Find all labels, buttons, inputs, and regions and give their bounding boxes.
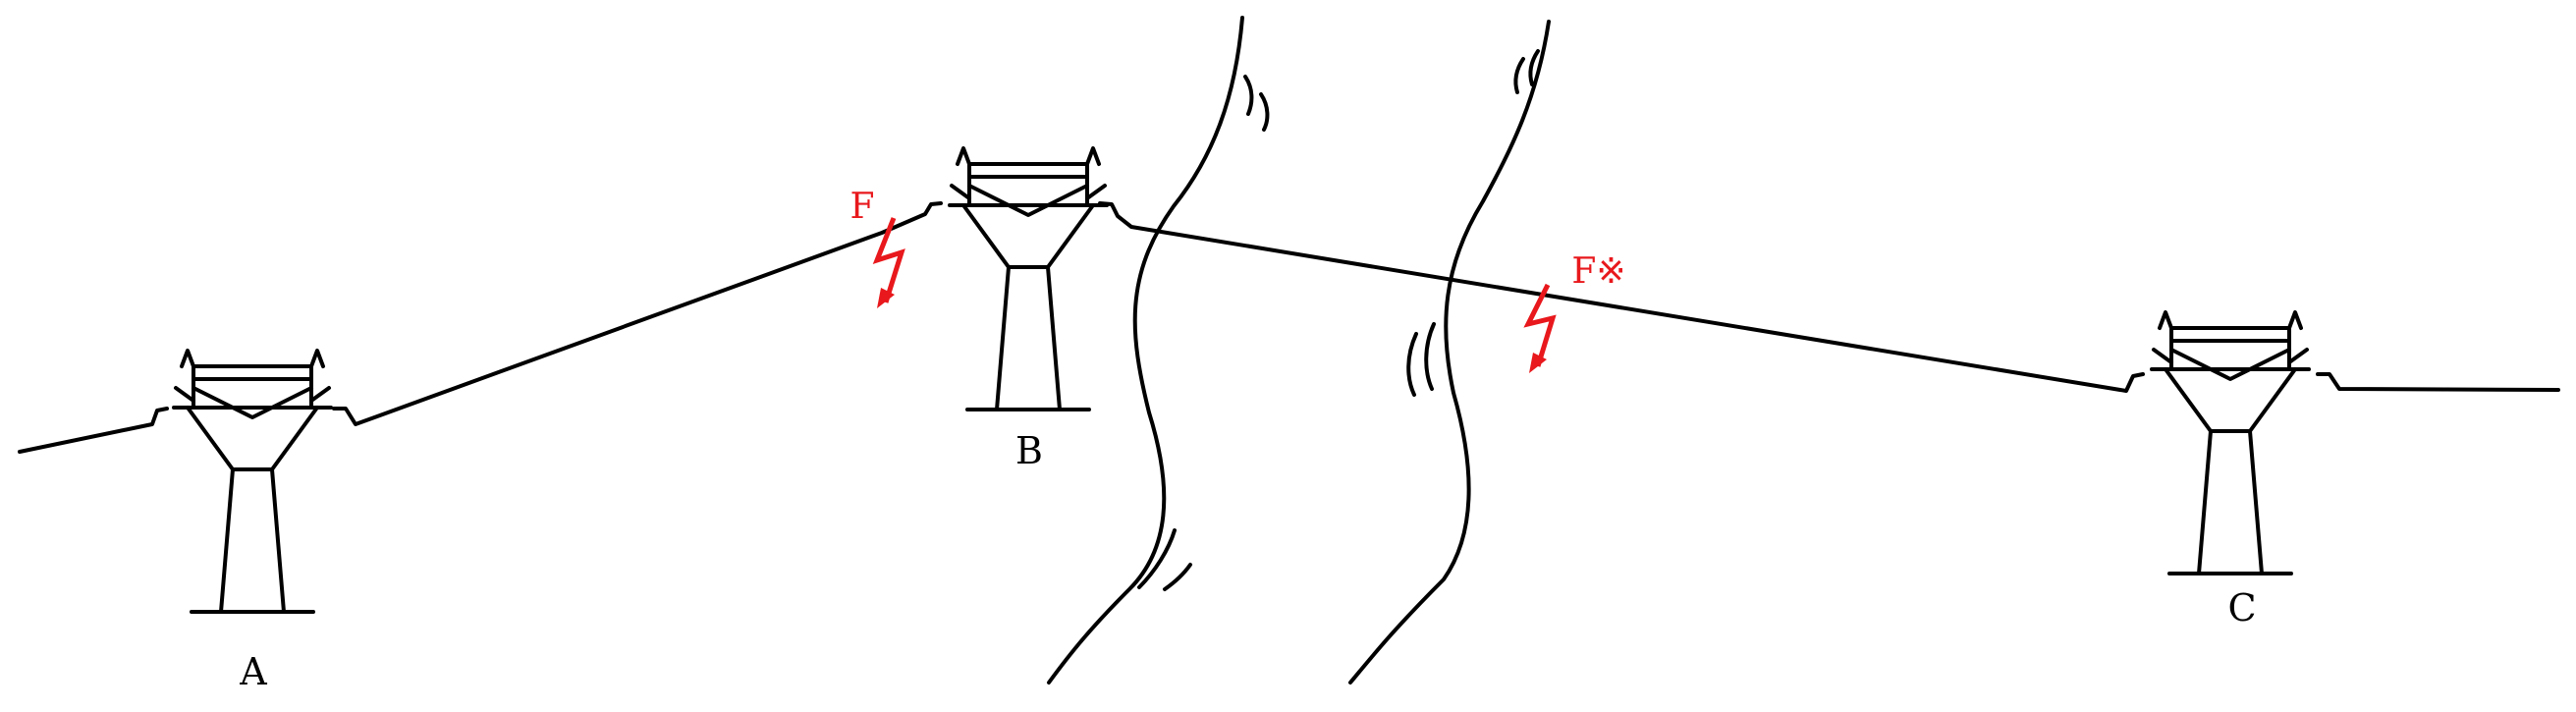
river-hatch-5 bbox=[1406, 332, 1418, 397]
river-hatch-3 bbox=[1513, 57, 1525, 94]
river-hatch-8 bbox=[1163, 563, 1192, 591]
river-hatch-6 bbox=[1424, 322, 1436, 391]
river-hatch-7 bbox=[1137, 528, 1177, 589]
conductor-line bbox=[18, 201, 2560, 454]
span-left-of-A bbox=[18, 407, 169, 454]
tower-c: C bbox=[2150, 310, 2311, 630]
span-A-B bbox=[332, 201, 943, 426]
fault-f-star: F※ bbox=[1523, 251, 1626, 373]
tower-b-label: B bbox=[1015, 429, 1043, 472]
tower-b: B bbox=[948, 146, 1109, 472]
tower-c-label: C bbox=[2227, 586, 2256, 630]
river-hatch-2 bbox=[1259, 92, 1270, 132]
span-B-C bbox=[1098, 201, 2145, 393]
tower-a: A bbox=[172, 349, 333, 693]
river-right-bank bbox=[1348, 20, 1551, 685]
river-left-bank bbox=[1047, 16, 1244, 685]
lightning-arrow-icon bbox=[1523, 283, 1557, 373]
lightning-arrow-icon bbox=[872, 217, 905, 308]
fault-f: F bbox=[850, 187, 905, 308]
river-hatch-4 bbox=[1528, 49, 1540, 86]
river-hatch-1 bbox=[1243, 75, 1254, 116]
tower-a-label: A bbox=[239, 650, 267, 693]
span-right-of-C bbox=[2316, 372, 2560, 392]
river bbox=[1047, 16, 1551, 685]
fault-f-label: F bbox=[850, 187, 875, 227]
fault-f-star-label: F※ bbox=[1571, 251, 1625, 292]
